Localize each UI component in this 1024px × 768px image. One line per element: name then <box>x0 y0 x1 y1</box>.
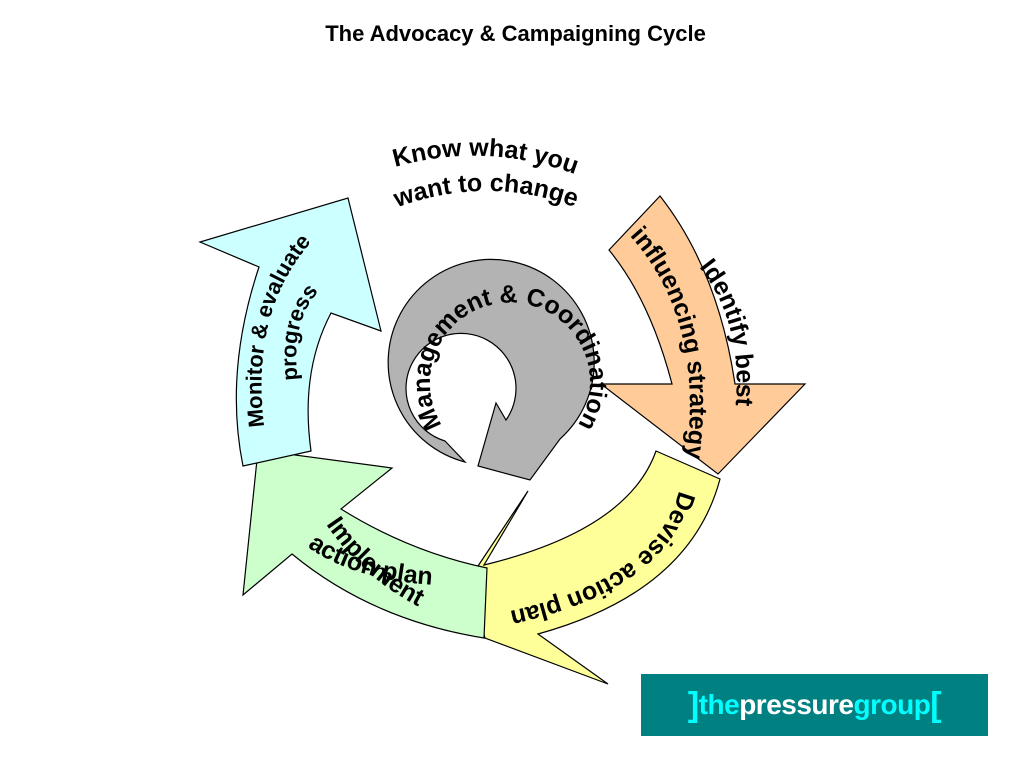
thepressuregroup-logo: ] the pressure group [ <box>641 674 988 736</box>
management-coordination-arrow <box>387 258 595 481</box>
implement-action-plan-arrow <box>242 449 488 639</box>
logo-group: group <box>853 689 931 720</box>
logo-the: the <box>698 689 740 720</box>
know-what-to-change-label-line2: want to change <box>389 169 582 213</box>
logo-close-bracket: [ <box>930 685 942 724</box>
logo-pressure: pressure <box>739 689 854 720</box>
logo-open-bracket: ] <box>687 685 699 724</box>
monitor-evaluate-arrow <box>198 197 382 467</box>
slide-title: The Advocacy & Campaigning Cycle <box>325 21 706 46</box>
identify-strategy-arrow <box>599 195 807 475</box>
devise-action-plan-arrow <box>467 450 721 685</box>
